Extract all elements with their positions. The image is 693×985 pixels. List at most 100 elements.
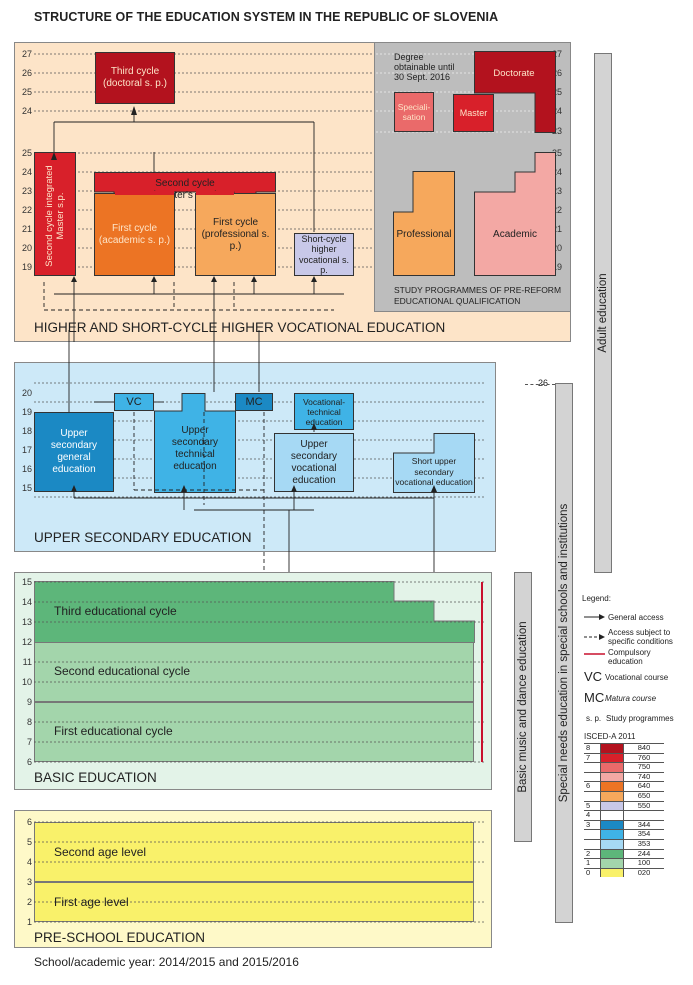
third-educational-cycle-band [34, 581, 475, 643]
preschool-tick: 2 [26, 897, 32, 907]
preschool-tick: 1 [26, 917, 32, 927]
spec-line2: sation [402, 112, 426, 122]
second-cycle-line2: (Master's s. p.) [152, 190, 218, 201]
legend-title: Legend: [582, 594, 611, 603]
vocational-technical-box: Vocational- technical education [294, 393, 354, 430]
isced-row: 5 550 [584, 800, 664, 811]
isced-color-swatch [600, 830, 624, 839]
general-line1: Upper [60, 428, 88, 439]
degree-note-line1: Degree [394, 52, 424, 62]
isced-level: 2 [586, 848, 591, 858]
basic-tick: 12 [21, 637, 32, 647]
prereform-tick: 27 [552, 49, 563, 59]
special-needs-age: 26 [538, 378, 549, 388]
first-age-level-label: First age level [54, 895, 129, 909]
basic-tick: 7 [26, 737, 32, 747]
second-cycle-label: Second cycle (Master's s. p.) [94, 178, 276, 202]
basic-section-label: BASIC EDUCATION [34, 770, 157, 785]
vc-box: VC [114, 393, 154, 411]
isced-level: 5 [586, 800, 591, 810]
higher-tick: 19 [21, 262, 32, 272]
first-acad-line1: First cycle [112, 222, 157, 234]
isced-code: 550 [637, 800, 651, 810]
isced-code: 353 [637, 838, 651, 848]
special-needs-label: Special needs education in special schoo… [558, 503, 570, 803]
upper-section-label: UPPER SECONDARY EDUCATION [34, 530, 252, 545]
basic-tick: 9 [26, 697, 32, 707]
preschool-tick: 5 [26, 837, 32, 847]
upper-tick: 16 [21, 464, 32, 474]
legend-general-access: General access [608, 613, 664, 622]
isced-code: 750 [637, 762, 651, 772]
first-educational-cycle-band [34, 702, 474, 762]
short-upper-secondary-label: Short upper secondary vocational educati… [393, 456, 475, 488]
specialisation-box: Speciali- sation [394, 92, 434, 132]
compulsory-line-icon [584, 653, 605, 655]
higher-tick: 24 [21, 106, 32, 116]
isced-color-swatch [600, 849, 624, 859]
second-cycle-fill [115, 191, 174, 195]
basic-grid [34, 581, 484, 763]
legend-mc-text: Matura course [605, 694, 657, 703]
third-cycle-label: Third cycle [110, 66, 160, 77]
master-box: Master [453, 94, 494, 132]
third-cycle-box: Third cycle (doctoral s. p.) [95, 52, 175, 104]
first-cycle-basic-label: First educational cycle [54, 724, 173, 738]
isced-color-swatch [600, 868, 624, 878]
isced-color-swatch [600, 811, 624, 820]
second-cycle-fill [196, 191, 234, 195]
upper-tick: 19 [21, 407, 32, 417]
vc-label: VC [126, 396, 142, 408]
technical-line1: Upper [181, 425, 209, 436]
short-upper-line1: Short upper [411, 456, 457, 466]
short-upper-line3: vocational education [395, 477, 473, 487]
second-age-level-label: Second age level [54, 845, 147, 859]
vocational-line3: vocational [291, 462, 337, 474]
preschool-tick: 4 [26, 857, 32, 867]
isced-code: 650 [637, 790, 651, 800]
second-cycle-integrated-box [34, 152, 76, 276]
isced-row: 4 [584, 810, 664, 820]
second-cycle-box [94, 172, 276, 214]
basic-tick: 10 [21, 677, 32, 687]
isced-code [624, 811, 664, 820]
second-cycle-line1: Second cycle [155, 178, 215, 189]
basic-tick: 6 [26, 757, 32, 767]
upper-tick: 17 [21, 445, 32, 455]
prereform-tick: 23 [552, 186, 563, 196]
legend-conditional-line2: specific conditions [608, 637, 673, 646]
isced-level: 0 [586, 867, 591, 877]
legend-conditional-line1: Access subject to [608, 628, 671, 637]
basic-tick: 13 [21, 617, 32, 627]
isced-color-swatch [600, 801, 624, 811]
technical-line4: education [173, 461, 217, 472]
vocational-line2: secondary [290, 450, 338, 462]
isced-level: 3 [586, 819, 591, 829]
legend-conditional-access: Access subject to specific conditions [608, 628, 673, 646]
isced-color-swatch [600, 744, 624, 753]
isced-level [584, 830, 600, 839]
isced-level: 1 [586, 858, 591, 868]
page-title: STRUCTURE OF THE EDUCATION SYSTEM IN THE… [34, 10, 499, 24]
prereform-tick: 19 [552, 262, 563, 272]
prereform-tick: 22 [552, 205, 563, 215]
upper-tick: 20 [21, 388, 32, 398]
higher-tick: 25 [21, 87, 32, 97]
isced-level [584, 792, 600, 801]
prereform-tick: 24 [552, 167, 563, 177]
isced-color-swatch [600, 782, 624, 791]
footer-year: School/academic year: 2014/2015 and 2015… [34, 955, 299, 969]
general-education-box: Upper secondary general education [34, 412, 114, 492]
basic-tick: 14 [21, 597, 32, 607]
isced-color-swatch [600, 753, 624, 763]
music-dance-label: Basic music and dance education [517, 621, 529, 793]
short-upper-secondary-box [393, 433, 475, 493]
legend-compulsory-line1: Compulsory [608, 648, 651, 657]
prereform-tick: 25 [552, 87, 563, 97]
preschool-tick: 3 [26, 877, 32, 887]
